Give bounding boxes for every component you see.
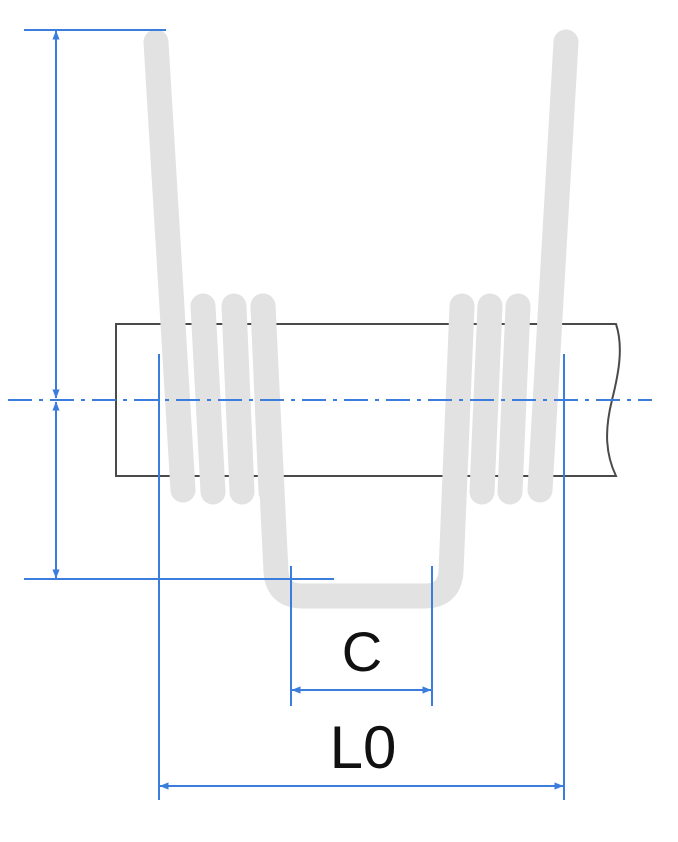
spring-wire (143, 29, 579, 609)
l0-dimension-label: L0 (329, 714, 397, 781)
c-dimension-label: C (341, 620, 383, 683)
l0-dimension (158, 354, 565, 800)
c-dimension (290, 566, 433, 706)
vertical-dimension (24, 29, 334, 580)
